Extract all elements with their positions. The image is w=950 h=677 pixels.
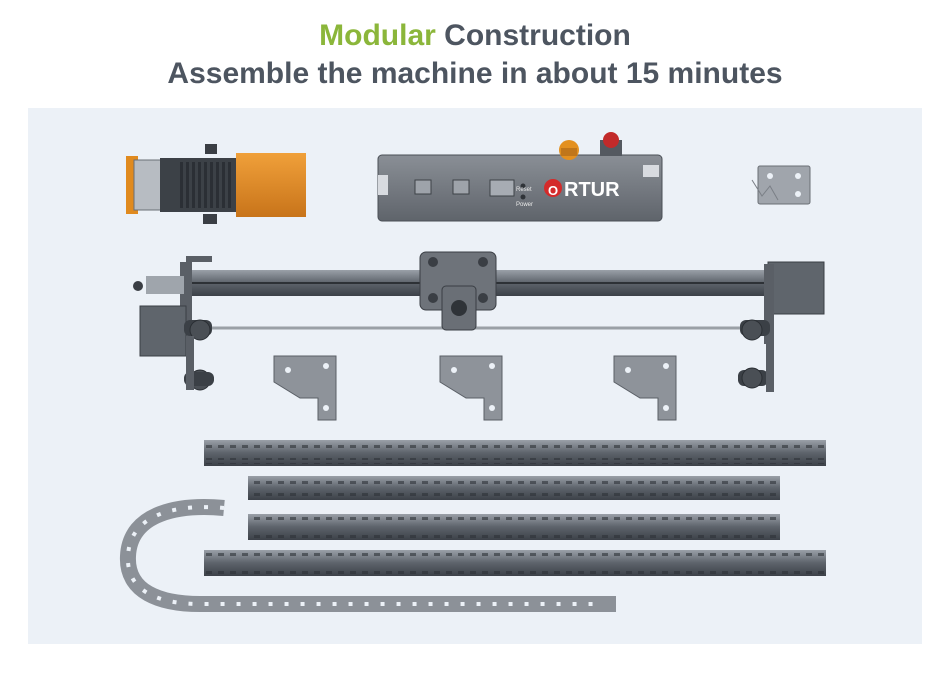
heading-subtitle: Assemble the machine in about 15 minutes (167, 57, 783, 90)
aluminium-extrusion-icon (204, 440, 826, 466)
title-accent: Modular (319, 19, 436, 52)
brand-name: RTUR (564, 179, 620, 201)
reset-label: Reset (516, 187, 532, 193)
title-rest: Construction (444, 19, 631, 52)
aluminium-extrusion-icon (204, 550, 826, 576)
power-label: Power (516, 202, 533, 208)
corner-bracket-icon (273, 355, 337, 421)
corner-bracket-icon (439, 355, 503, 421)
x-axis-gantry (133, 251, 825, 392)
small-bracket-icon (751, 165, 811, 205)
ortur-logo-icon (544, 179, 562, 197)
corner-bracket-icon (613, 355, 677, 421)
heading-title: Modular Construction (0, 18, 950, 54)
aluminium-extrusion-icon (248, 476, 780, 500)
brand-letter: O (548, 183, 558, 198)
cable-drag-chain-icon (119, 499, 616, 612)
aluminium-extrusion-icon (248, 514, 780, 540)
controller-box: Reset Power O RTUR (377, 132, 663, 222)
laser-module-icon (126, 144, 306, 224)
